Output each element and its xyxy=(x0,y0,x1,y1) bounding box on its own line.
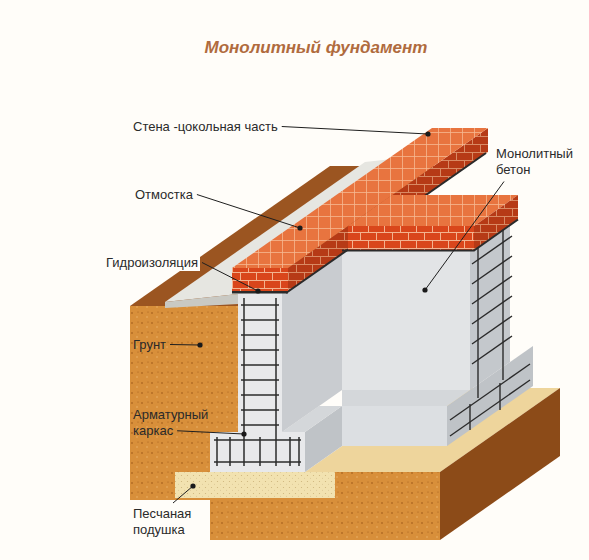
cross-brick-front xyxy=(348,226,474,250)
part-label: Арматурный каркас xyxy=(133,407,215,440)
rebar-cage xyxy=(214,298,301,466)
leader-dot xyxy=(197,342,202,347)
leader-dot xyxy=(255,288,260,293)
part-label: Гидроизоляция xyxy=(104,255,200,271)
leader-dot xyxy=(297,225,302,230)
part-label: Стена -цокольная часть xyxy=(133,119,278,135)
brick-wall-front xyxy=(232,268,288,292)
leader-line xyxy=(177,431,244,434)
leader-line xyxy=(170,344,200,346)
cross-footing-front xyxy=(342,406,447,446)
cross-rebar-cage xyxy=(450,228,530,436)
leader-dot xyxy=(422,287,427,292)
footing-front xyxy=(210,432,305,472)
sand-cushion xyxy=(175,472,335,498)
leader-line xyxy=(197,195,300,229)
blind-area-edge xyxy=(165,294,238,308)
leader-line xyxy=(425,182,504,291)
leader-line xyxy=(282,127,428,135)
leader-line xyxy=(202,263,258,292)
part-label: Монолитный бетон xyxy=(496,146,580,179)
leader-dot xyxy=(241,431,246,436)
part-label: Отмостка xyxy=(135,187,193,203)
leader-dot xyxy=(190,483,195,488)
waterproofing-line xyxy=(342,220,518,251)
leader-dot xyxy=(425,131,430,136)
leader-line xyxy=(173,486,193,503)
diagram-title: Монолитный фундамент xyxy=(205,38,428,58)
part-label: Грунт xyxy=(133,337,166,353)
cross-brick-end xyxy=(474,195,518,250)
part-label: Песчаная подушка xyxy=(133,506,213,539)
cross-wall-front xyxy=(342,250,470,390)
